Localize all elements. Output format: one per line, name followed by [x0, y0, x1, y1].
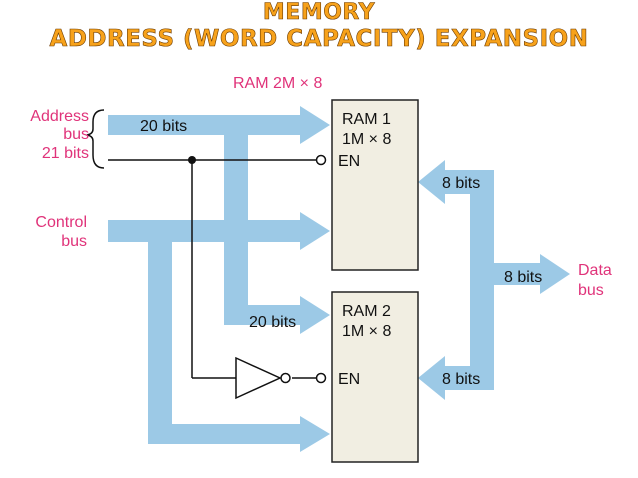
inverter-gate [235, 356, 282, 400]
data-bits-label-ram2: 8 bits [442, 371, 480, 388]
data-bits-label-out: 8 bits [504, 269, 542, 286]
ram1-size: 1M × 8 [342, 131, 391, 148]
ram2-name: RAM 2 [342, 303, 391, 320]
title-memory: MEMORY [262, 0, 376, 25]
junction-dot [188, 156, 196, 164]
ram1-en-bubble [315, 154, 327, 166]
ram1-name: RAM 1 [342, 111, 391, 128]
ram1-enable-label: EN [338, 153, 360, 170]
bus-arrows [108, 106, 570, 452]
data-arrow-ram1 [418, 160, 494, 204]
control-bus-branch-vertical [148, 242, 172, 424]
address-bus-label-1: Address [30, 108, 89, 125]
data-arrow-ram2 [418, 356, 494, 400]
control-bus-label-1: Control [35, 214, 87, 231]
title-address-expansion: ADDRESS (WORD CAPACITY) EXPANSION [49, 26, 589, 53]
data-bus-output-arrow [494, 254, 570, 294]
control-bus-arrow-ram2 [148, 416, 330, 452]
address-bus-arrow-ram2 [224, 296, 330, 334]
control-bus-arrow-ram1 [108, 212, 330, 250]
address-bits-label-ram2: 20 bits [249, 314, 296, 331]
data-bus-label-1: Data [578, 262, 612, 279]
data-bus-label-2: bus [578, 282, 604, 299]
address-bus-label-2: bus [63, 126, 89, 143]
address-bits-label-top: 20 bits [140, 118, 187, 135]
ram2-box [331, 291, 419, 463]
data-bus-vertical [470, 182, 494, 380]
data-bits-label-ram1: 8 bits [442, 175, 480, 192]
ram2-enable-label: EN [338, 371, 360, 388]
address-bus-label-3: 21 bits [42, 145, 89, 162]
inverter-bubble [280, 372, 291, 384]
ram1-box [331, 99, 419, 271]
control-bus-label-2: bus [61, 233, 87, 250]
ram2-en-bubble [315, 372, 327, 384]
address-bus-arrow-ram1 [108, 106, 330, 144]
address-bus-brace [86, 109, 105, 169]
ram-total-label: RAM 2M × 8 [233, 75, 322, 92]
ram2-size: 1M × 8 [342, 323, 391, 340]
